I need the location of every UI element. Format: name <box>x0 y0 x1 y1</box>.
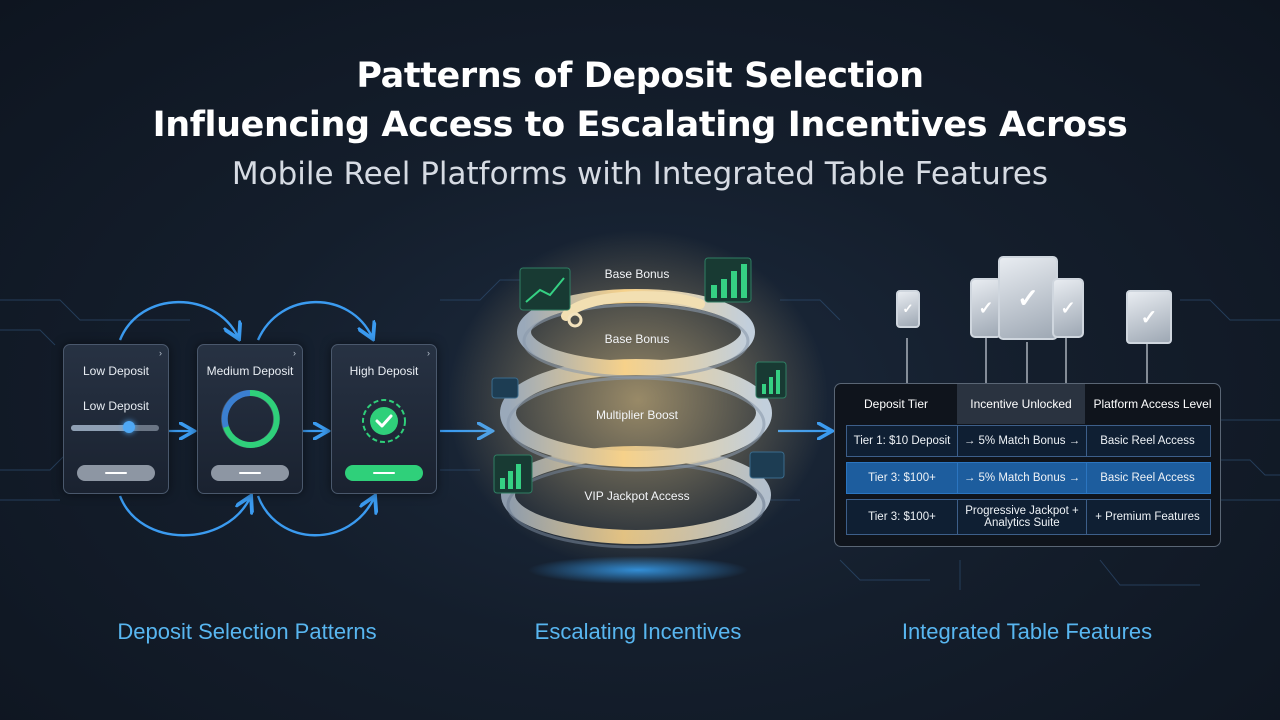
check-circle-icon <box>362 399 406 443</box>
card-sublabel: Low Deposit <box>82 399 150 413</box>
title-line-1: Patterns of Deposit Selection <box>356 56 924 96</box>
title-line-2: Influencing Access to Escalating Incenti… <box>152 105 1128 145</box>
chevron-right-icon: › <box>159 348 162 358</box>
table-row-highlighted[interactable]: Tier 3: $100+ → 5% Match Bonus → Basic R… <box>846 462 1211 494</box>
deposit-slider[interactable] <box>71 421 159 433</box>
table-header: Platform Access Level <box>1093 397 1212 411</box>
phone-device-icon: ✓ <box>1052 278 1084 338</box>
section-label-table: Integrated Table Features <box>901 619 1153 644</box>
progress-ring-icon <box>221 389 280 448</box>
deposit-card-high[interactable]: › High Deposit <box>331 344 437 494</box>
loop-arrows <box>118 300 374 537</box>
section-label-deposit: Deposit Selection Patterns <box>117 619 377 644</box>
table-cell: Basic Reel Access <box>1100 472 1195 484</box>
incentive-table: Deposit Tier Incentive Unlocked Platform… <box>834 383 1221 547</box>
stack-label-3: Multiplier Boost <box>595 408 679 422</box>
deposit-card-medium[interactable]: › Medium Deposit <box>197 344 303 494</box>
table-cell: + Premium Features <box>1095 511 1200 523</box>
stack-label-2: Base Bonus <box>604 332 670 346</box>
select-button[interactable] <box>211 465 289 481</box>
table-cell: Tier 3: $100+ <box>868 511 936 523</box>
select-button[interactable] <box>345 465 423 481</box>
chevron-right-icon: › <box>293 348 296 358</box>
table-header: Deposit Tier <box>863 397 929 411</box>
card-heading: High Deposit <box>349 364 419 378</box>
table-cell: → 5% Match Bonus → <box>957 426 1087 456</box>
slider-handle[interactable] <box>123 421 135 433</box>
stack-label-1: Base Bonus <box>604 267 670 281</box>
deposit-card-low[interactable]: › Low Deposit Low Deposit <box>63 344 169 494</box>
table-cell: Progressive Jackpot + Analytics Suite <box>957 500 1087 534</box>
incentive-stack-graphic <box>448 230 828 584</box>
card-heading: Low Deposit <box>82 364 150 378</box>
section-label-incentives: Escalating Incentives <box>534 619 742 644</box>
circuit-lines <box>0 279 1280 590</box>
title-line-3: Mobile Reel Platforms with Integrated Ta… <box>231 156 1049 192</box>
table-cell: Tier 3: $100+ <box>868 472 936 484</box>
select-button[interactable] <box>77 465 155 481</box>
title-block: Patterns of Deposit Selection Influencin… <box>0 52 1280 196</box>
table-header: Incentive Unlocked <box>957 384 1085 424</box>
tablet-device-icon: ✓ <box>1126 290 1172 344</box>
card-heading: Medium Deposit <box>206 364 294 378</box>
mini-chart-icons <box>491 257 787 494</box>
device-connectors <box>906 336 1148 383</box>
table-cell: → 5% Match Bonus → <box>957 463 1087 493</box>
table-row[interactable]: Tier 3: $100+ Progressive Jackpot + Anal… <box>846 499 1211 535</box>
stack-label-4: VIP Jackpot Access <box>584 489 690 503</box>
phone-device-icon: ✓ <box>896 290 920 328</box>
table-cell: Basic Reel Access <box>1100 435 1195 447</box>
table-row[interactable]: Tier 1: $10 Deposit → 5% Match Bonus → B… <box>846 425 1211 457</box>
tablet-device-icon: ✓ <box>998 256 1058 340</box>
chevron-right-icon: › <box>427 348 430 358</box>
table-cell: Tier 1: $10 Deposit <box>853 435 951 447</box>
